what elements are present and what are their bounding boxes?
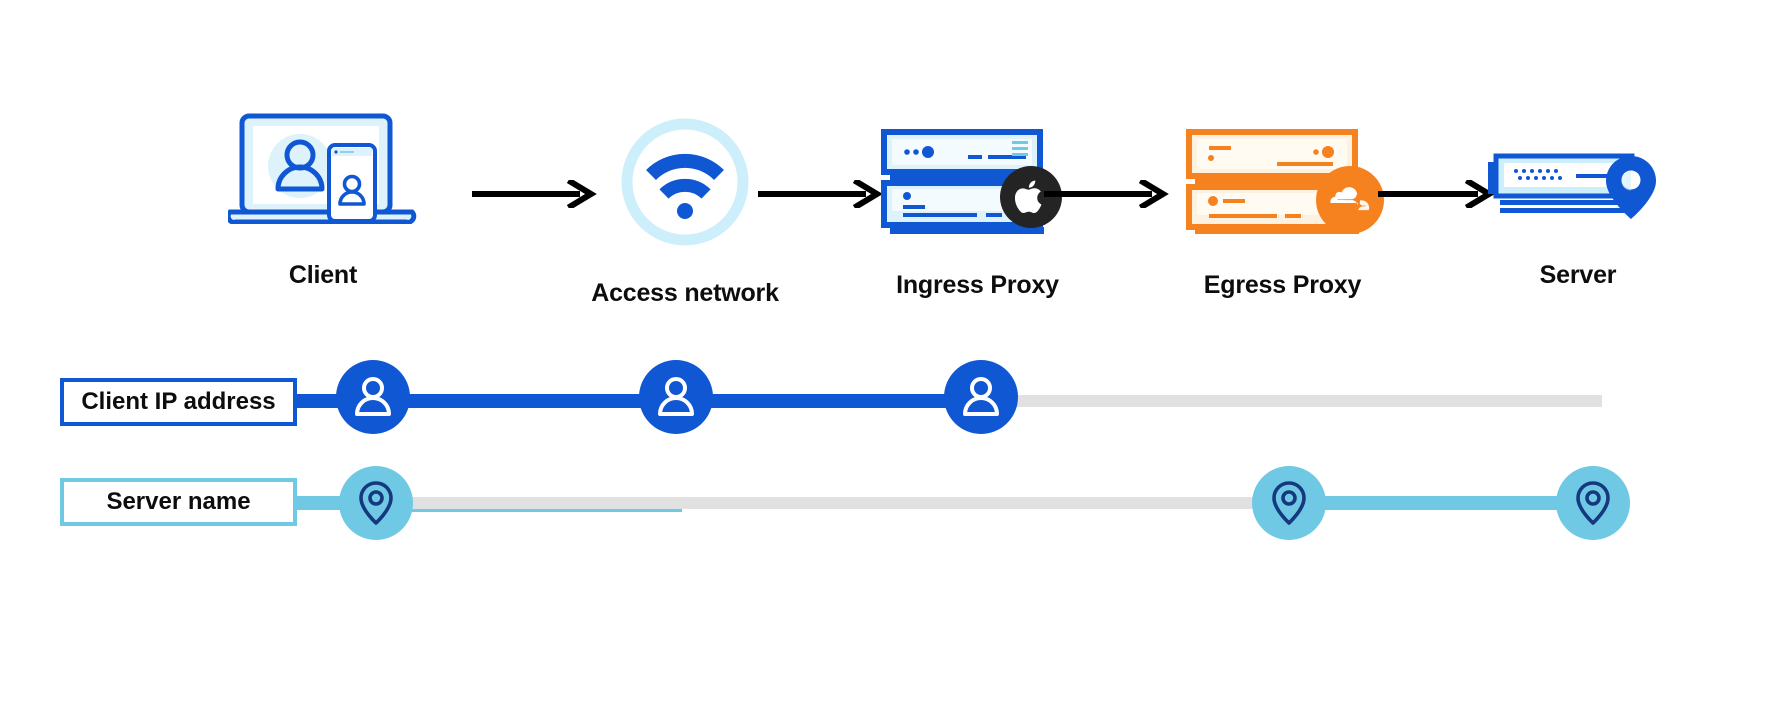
wifi-circle-icon bbox=[621, 118, 749, 251]
server-pin-icon bbox=[1486, 152, 1671, 227]
flow-node-access-network: Access network bbox=[591, 118, 779, 308]
flow-node-egress-proxy: Egress Proxy bbox=[1185, 128, 1384, 300]
track-label-server-name: Server name bbox=[106, 488, 251, 515]
map-pin-icon bbox=[359, 481, 393, 525]
server-name-active-line-right bbox=[1290, 496, 1592, 510]
flow-node-label-egress-proxy: Egress Proxy bbox=[1203, 271, 1362, 299]
flow-node-ingress-proxy: Ingress Proxy bbox=[880, 128, 1075, 300]
laptop-phone-user-icon bbox=[225, 112, 418, 229]
client-ip-active-line bbox=[280, 394, 982, 408]
cloudflare-logo-badge bbox=[1316, 166, 1384, 234]
track-label-client-ip-address: Client IP address bbox=[81, 388, 276, 415]
flow-node-label-client: Client bbox=[288, 261, 358, 289]
server-name-marker-server[interactable] bbox=[1556, 466, 1630, 540]
server-name-inactive-line bbox=[380, 497, 1324, 509]
server-name-client-stub-line bbox=[380, 509, 682, 512]
map-pin-icon bbox=[1272, 481, 1306, 525]
server-name-marker-egress-proxy[interactable] bbox=[1252, 466, 1326, 540]
person-icon bbox=[355, 377, 391, 416]
server-rack-blue-icon bbox=[880, 128, 1075, 241]
flow-node-client: Client bbox=[225, 112, 418, 290]
flow-node-label-server: Server bbox=[1539, 261, 1617, 289]
arrow-access-to-ingress bbox=[758, 177, 886, 213]
person-icon bbox=[658, 377, 694, 416]
client-ip-marker-access-network[interactable] bbox=[639, 360, 713, 434]
flow-node-label-access-network: Access network bbox=[591, 279, 779, 307]
arrow-client-to-access bbox=[472, 177, 600, 213]
arrow-ingress-to-egress bbox=[1044, 177, 1172, 213]
server-rack-orange-icon bbox=[1185, 128, 1384, 241]
map-pin-icon bbox=[1576, 481, 1610, 525]
server-name-marker-client[interactable] bbox=[339, 466, 413, 540]
client-ip-marker-client[interactable] bbox=[336, 360, 410, 434]
apple-logo-badge bbox=[1000, 166, 1062, 228]
track-label-box-server-name[interactable]: Server name bbox=[60, 478, 297, 526]
person-icon bbox=[963, 377, 999, 416]
flow-node-label-ingress-proxy: Ingress Proxy bbox=[896, 271, 1059, 299]
track-label-box-client-ip-address[interactable]: Client IP address bbox=[60, 378, 297, 426]
flow-node-server: Server bbox=[1478, 152, 1678, 290]
client-ip-marker-ingress-proxy[interactable] bbox=[944, 360, 1018, 434]
